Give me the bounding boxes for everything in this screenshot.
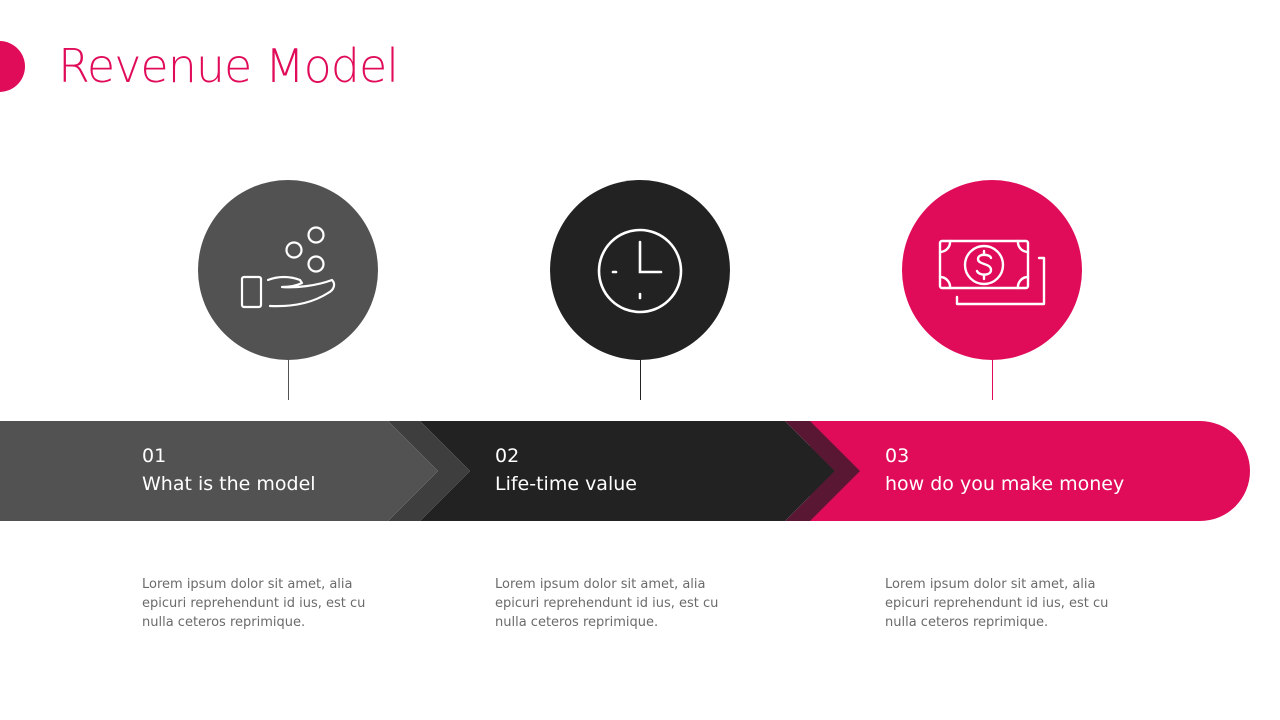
- step-3-icon-circle: [902, 180, 1082, 360]
- step-1-title: What is the model: [142, 473, 316, 495]
- step-1-icon-circle: [198, 180, 378, 360]
- money-bill-icon: [938, 239, 1046, 306]
- process-band: [0, 421, 1250, 521]
- step-2-number: 02: [495, 445, 520, 467]
- step-3-connector: [992, 360, 993, 400]
- step-2-connector: [640, 360, 641, 400]
- hand-coins-icon: [240, 226, 336, 309]
- step-1-description: Lorem ipsum dolor sit amet, alia epicuri…: [142, 577, 366, 630]
- step-1-connector: [288, 360, 289, 400]
- step-3-number: 03: [885, 445, 910, 467]
- step-3-title: how do you make money: [885, 473, 1125, 495]
- step-2-description: Lorem ipsum dolor sit amet, alia epicuri…: [495, 577, 719, 630]
- step-3-description: Lorem ipsum dolor sit amet, alia epicuri…: [885, 577, 1109, 630]
- slide-title: Revenue Model: [58, 39, 399, 93]
- step-2-icon-circle: [550, 180, 730, 360]
- step-1-number: 01: [142, 445, 167, 467]
- title-accent-dot: [0, 41, 25, 92]
- clock-icon: [597, 228, 683, 314]
- step-2-title: Life-time value: [495, 473, 637, 495]
